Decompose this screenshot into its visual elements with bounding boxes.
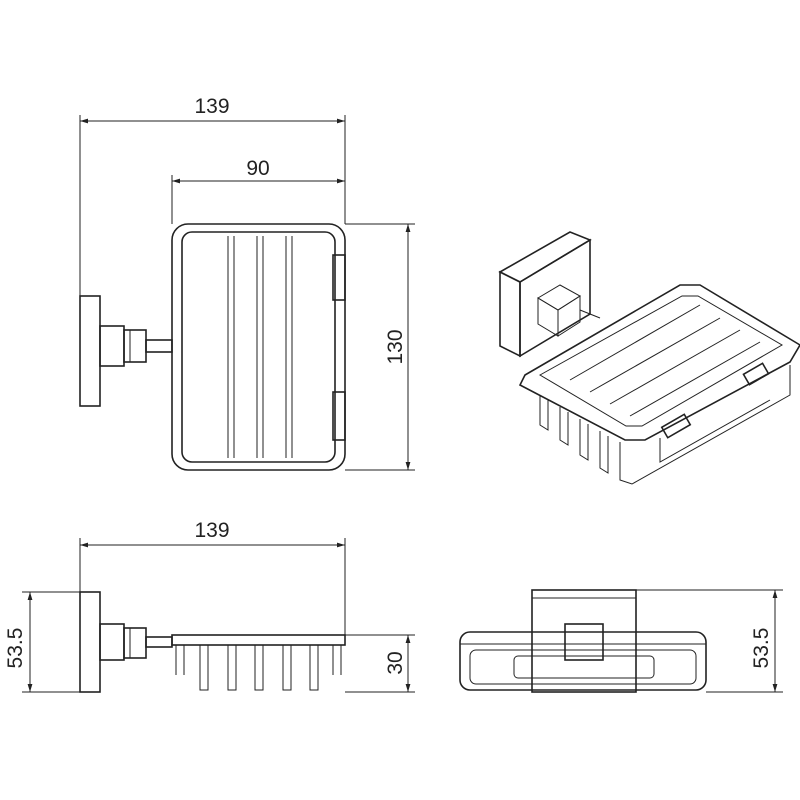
side-tab: [332, 391, 346, 441]
wall-plate: [79, 591, 101, 693]
wall-plate: [79, 295, 101, 407]
dim-front-height: 53.5: [750, 628, 773, 669]
dim-overall-width: 139: [194, 95, 229, 118]
rod: [145, 339, 173, 353]
dim-basket-width: 90: [246, 157, 269, 180]
basket-inner: [181, 231, 336, 463]
connector: [123, 329, 147, 363]
basket-outline: [459, 631, 707, 691]
wall-plate: [531, 589, 637, 693]
basket-rim: [171, 634, 346, 646]
front-view: 53.5: [459, 589, 783, 693]
basket-legs: [539, 365, 791, 485]
basket-rim: [518, 284, 800, 441]
dim-side-height: 53.5: [4, 628, 27, 669]
isometric-view: [498, 231, 800, 485]
side-view: 139 53.5 30: [4, 519, 415, 693]
basket-outer: [171, 223, 346, 471]
basket-wires: [175, 645, 342, 691]
top-view: 139 90 130: [79, 95, 415, 471]
side-tab: [332, 254, 346, 301]
dim-side-overall-width: 139: [194, 519, 229, 542]
mount-block: [99, 623, 125, 661]
mount-block: [99, 325, 125, 367]
basket-bars: [227, 236, 293, 458]
dim-basket-depth: 130: [384, 329, 407, 364]
dim-basket-height: 30: [384, 651, 407, 674]
